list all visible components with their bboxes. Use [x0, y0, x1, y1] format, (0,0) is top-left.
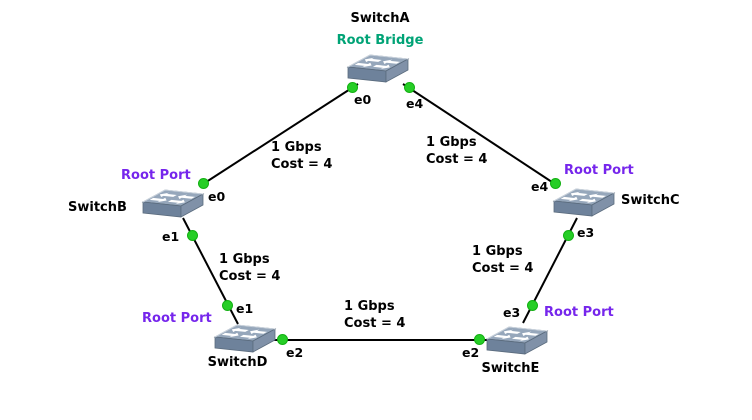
switch-b-role-root-port: Root Port [121, 168, 191, 183]
link-bd-cost: Cost = 4 [219, 269, 281, 284]
link-bd-label: 1 Gbps Cost = 4 [219, 251, 280, 285]
link-ab-cost: Cost = 4 [271, 157, 333, 172]
switch-a-role-root-bridge: Root Bridge [336, 33, 424, 48]
port-a-e0-label: e0 [354, 92, 372, 107]
link-ac-cost: Cost = 4 [426, 152, 488, 167]
link-ce-label: 1 Gbps Cost = 4 [472, 243, 533, 277]
port-e-e3-dot [527, 300, 538, 311]
link-ac-label: 1 Gbps Cost = 4 [426, 134, 487, 168]
switch-a-name: SwitchA [350, 11, 410, 26]
switch-c-role-root-port: Root Port [564, 163, 634, 178]
link-bd-bandwidth: 1 Gbps [219, 252, 270, 267]
link-de-label: 1 Gbps Cost = 4 [344, 298, 405, 332]
port-d-e2-label: e2 [286, 345, 304, 360]
link-ab-line [199, 83, 359, 187]
port-c-e4-dot [550, 178, 561, 189]
switch-d-icon [214, 324, 276, 353]
port-d-e1-label: e1 [236, 301, 254, 316]
link-ce-bandwidth: 1 Gbps [472, 244, 523, 259]
port-a-e4-label: e4 [406, 96, 424, 111]
port-c-e3-label: e3 [577, 225, 595, 240]
port-d-e1-dot [222, 300, 233, 311]
link-ab-bandwidth: 1 Gbps [271, 140, 322, 155]
switch-c-name: SwitchC [621, 193, 680, 208]
port-e-e2-label: e2 [462, 345, 480, 360]
switch-c-icon [553, 188, 615, 217]
switch-e-role-root-port: Root Port [544, 305, 614, 320]
switch-b-icon [142, 189, 204, 218]
switch-e-icon [486, 326, 548, 355]
switch-d-role-root-port: Root Port [142, 311, 212, 326]
link-de-bandwidth: 1 Gbps [344, 299, 395, 314]
switch-e-name: SwitchE [481, 361, 540, 376]
port-b-e1-label: e1 [162, 229, 180, 244]
switch-b-name: SwitchB [68, 200, 127, 215]
port-b-e0-dot [198, 178, 209, 189]
link-ac-bandwidth: 1 Gbps [426, 135, 477, 150]
switch-a-icon [347, 54, 409, 83]
link-ac-line [402, 83, 559, 187]
port-c-e3-dot [563, 230, 574, 241]
link-ce-cost: Cost = 4 [472, 261, 534, 276]
switch-d-name: SwitchD [207, 355, 268, 370]
port-a-e0-dot [347, 82, 358, 93]
port-d-e2-dot [277, 334, 288, 345]
port-a-e4-dot [404, 82, 415, 93]
port-e-e2-dot [474, 334, 485, 345]
port-b-e0-label: e0 [208, 189, 226, 204]
link-de-cost: Cost = 4 [344, 316, 406, 331]
port-b-e1-dot [187, 230, 198, 241]
port-c-e4-label: e4 [531, 179, 549, 194]
link-ab-label: 1 Gbps Cost = 4 [271, 139, 332, 173]
port-e-e3-label: e3 [503, 305, 521, 320]
